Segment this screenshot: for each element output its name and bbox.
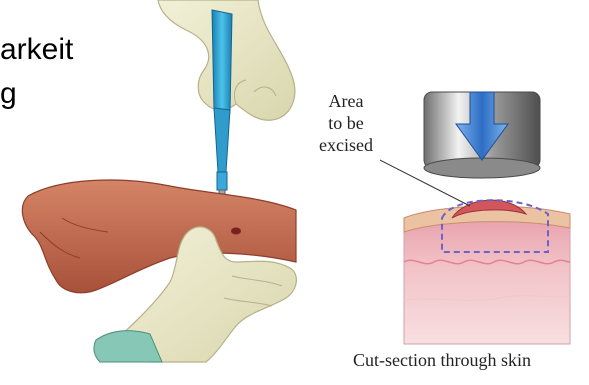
diagram-caption: Cut-section through skin [353,350,531,371]
area-to-be-excised-label: Area to be excised [314,90,378,156]
skin-block [404,206,570,344]
area-label-line-3: excised [314,134,378,156]
slide-text-line-1: arkeit [0,28,73,72]
slide-text-line-2: g [0,72,73,116]
area-label-line-1: Area [314,90,378,112]
area-label-line-2: to be [314,112,378,134]
lesion-spot [231,228,241,235]
biopsy-punch-icon [212,10,232,204]
slide-text-fragment: arkeit g [0,28,73,116]
